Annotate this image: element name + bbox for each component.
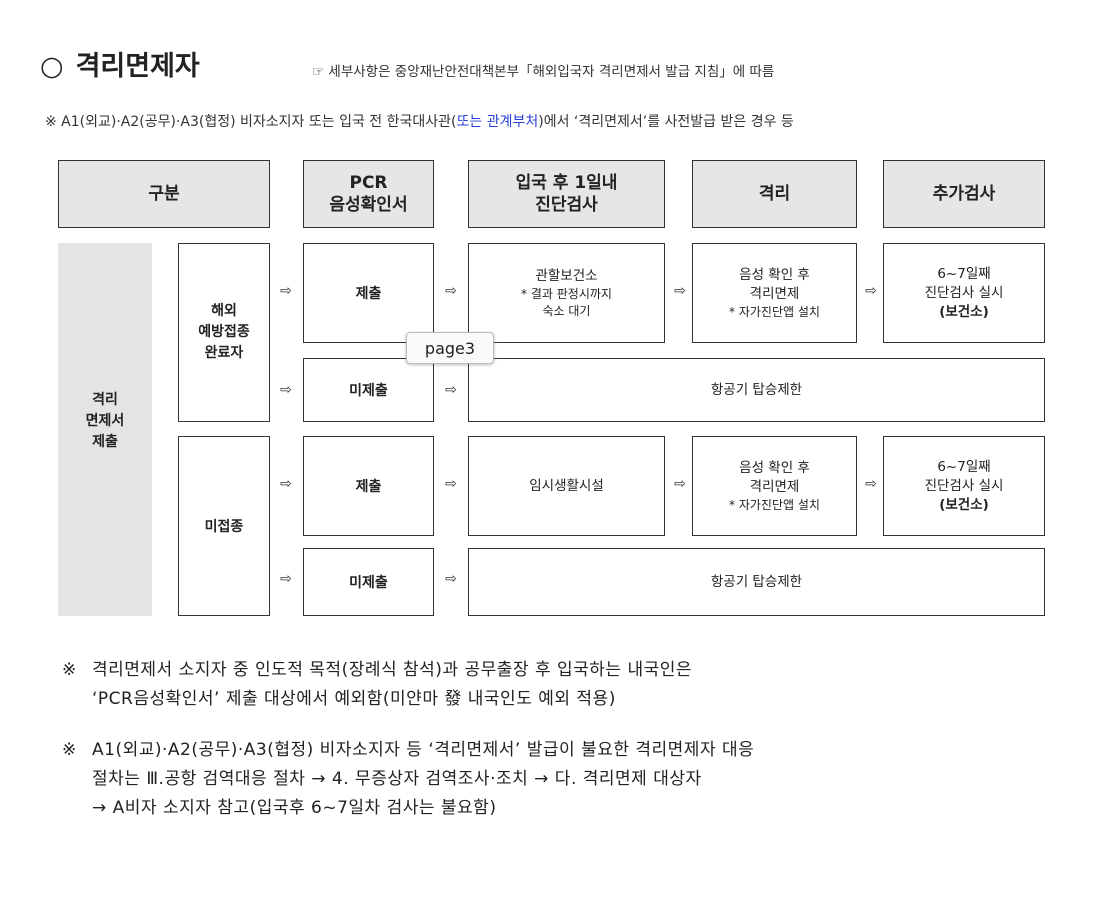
group1-test-line1: 관할보건소 (535, 267, 598, 284)
group1-label-line3: 완료자 (204, 345, 244, 361)
group2-extra-line2: 진단검사 실시 (924, 477, 1004, 494)
arrow-icon: ⇨ (865, 476, 877, 492)
arrow-icon: ⇨ (280, 382, 292, 398)
group1-extra-line3: (보건소) (939, 303, 989, 320)
group1-test-line3: 숙소 대기 (542, 303, 591, 318)
circle-bullet: ○ (40, 51, 64, 82)
group1-test-line2: * 결과 판정시까지 (521, 286, 612, 301)
footnote-line: 격리면제서 소지자 중 인도적 목적(장례식 참석)과 공무출장 후 입국하는 … (92, 660, 693, 680)
header-category: 구분 (58, 160, 270, 228)
group2-board-limit: 항공기 탑승제한 (468, 548, 1045, 616)
group2-no-submit-label: 미제출 (349, 575, 388, 591)
footnote-line: → A비자 소지자 참고(입국후 6~7일차 검사는 불요함) (92, 798, 497, 818)
header-test: 입국 후 1일내 진단검사 (468, 160, 665, 228)
group2-quarantine-line1: 음성 확인 후 (739, 459, 810, 476)
exemption-label-line2: 면제서 (85, 413, 125, 429)
group2-submit-label: 제출 (355, 479, 382, 495)
arrow-icon: ⇨ (445, 382, 457, 398)
visa-note-before: ※ A1(외교)·A2(공무)·A3(협정) 비자소지자 또는 입국 전 한국대… (45, 114, 457, 130)
footnote-line: 절차는 Ⅲ.공항 검역대응 절차 → 4. 무증상자 검역조사·조치 → 다. … (92, 769, 702, 789)
footnote-line: A1(외교)·A2(공무)·A3(협정) 비자소지자 등 ‘격리면제서’ 발급이… (92, 740, 755, 760)
group1-quarantine-line3: * 자가진단앱 설치 (729, 304, 820, 319)
group2-extra: 6~7일째 진단검사 실시 (보건소) (883, 436, 1045, 536)
exemption-submitted-label: 격리 면제서 제출 (58, 390, 152, 453)
group2-label-line1: 미접종 (204, 519, 244, 535)
arrow-icon: ⇨ (280, 476, 292, 492)
footnote-humanitarian: ※ 격리면제서 소지자 중 인도적 목적(장례식 참석)과 공무출장 후 입국하… (62, 656, 1052, 714)
group1-no-submit: 미제출 (303, 358, 434, 422)
arrow-icon: ⇨ (674, 283, 686, 299)
header-pcr-line1: PCR (349, 173, 388, 193)
group2-test-line1: 임시생활시설 (529, 477, 604, 494)
arrow-icon: ⇨ (445, 476, 457, 492)
visa-note-after: )에서 ‘격리면제서’를 사전발급 받은 경우 등 (538, 114, 794, 130)
exemption-submitted-column (58, 243, 152, 616)
footnote-mark: ※ (62, 740, 77, 760)
group2-no-submit: 미제출 (303, 548, 434, 616)
arrow-icon: ⇨ (674, 476, 686, 492)
group2-board-limit-label: 항공기 탑승제한 (710, 573, 803, 590)
group1-quarantine-line2: 격리면제 (749, 285, 800, 302)
exemption-label-line3: 제출 (92, 434, 118, 450)
reference-note: ☞ 세부사항은 중앙재난안전대책본부「해외입국자 격리면제서 발급 지침」에 따… (312, 64, 775, 80)
header-test-line2: 진단검사 (535, 195, 598, 215)
group1-test: 관할보건소 * 결과 판정시까지 숙소 대기 (468, 243, 665, 343)
group1-extra-line1: 6~7일째 (937, 265, 991, 282)
group1-extra: 6~7일째 진단검사 실시 (보건소) (883, 243, 1045, 343)
footnote-visa-procedure: ※ A1(외교)·A2(공무)·A3(협정) 비자소지자 등 ‘격리면제서’ 발… (62, 736, 1052, 823)
group1-label-line2: 예방접종 (198, 324, 250, 340)
group-vaccinated-label: 해외 예방접종 완료자 (178, 243, 270, 422)
page-tooltip: page3 (406, 332, 494, 364)
arrow-icon: ⇨ (445, 571, 457, 587)
group1-submit: 제출 (303, 243, 434, 343)
group2-quarantine: 음성 확인 후 격리면제 * 자가진단앱 설치 (692, 436, 857, 536)
group2-quarantine-line3: * 자가진단앱 설치 (729, 497, 820, 512)
group2-quarantine-line2: 격리면제 (749, 478, 800, 495)
arrow-icon: ⇨ (280, 571, 292, 587)
group2-test: 임시생활시설 (468, 436, 665, 536)
group1-quarantine: 음성 확인 후 격리면제 * 자가진단앱 설치 (692, 243, 857, 343)
visa-note: ※ A1(외교)·A2(공무)·A3(협정) 비자소지자 또는 입국 전 한국대… (45, 111, 794, 131)
arrow-icon: ⇨ (280, 283, 292, 299)
group2-submit: 제출 (303, 436, 434, 536)
group-unvaccinated-label: 미접종 (178, 436, 270, 616)
group1-board-limit-label: 항공기 탑승제한 (710, 381, 803, 398)
group2-extra-line1: 6~7일째 (937, 458, 991, 475)
header-extra-label: 추가검사 (932, 184, 996, 204)
group1-board-limit: 항공기 탑승제한 (468, 358, 1045, 422)
visa-note-highlight: 또는 관계부처 (456, 114, 539, 130)
arrow-icon: ⇨ (445, 283, 457, 299)
header-category-label: 구분 (148, 184, 180, 204)
group1-quarantine-line1: 음성 확인 후 (739, 266, 810, 283)
group1-submit-label: 제출 (355, 286, 382, 302)
section-title: ○ 격리면제자 (40, 44, 200, 83)
header-test-line1: 입국 후 1일내 (515, 173, 618, 193)
group1-no-submit-label: 미제출 (349, 383, 388, 399)
group1-label-line1: 해외 (211, 303, 237, 319)
header-quarantine: 격리 (692, 160, 857, 228)
group2-extra-line3: (보건소) (939, 496, 989, 513)
header-quarantine-label: 격리 (758, 184, 791, 204)
header-pcr-line2: 음성확인서 (329, 195, 408, 215)
footnote-line: ‘PCR음성확인서’ 제출 대상에서 예외함(미얀마 發 내국인도 예외 적용) (92, 689, 616, 709)
footnote-mark: ※ (62, 660, 77, 680)
section-title-text: 격리면제자 (75, 51, 200, 82)
header-pcr: PCR 음성확인서 (303, 160, 434, 228)
exemption-label-line1: 격리 (92, 392, 118, 408)
group1-extra-line2: 진단검사 실시 (924, 284, 1004, 301)
header-extra: 추가검사 (883, 160, 1045, 228)
arrow-icon: ⇨ (865, 283, 877, 299)
